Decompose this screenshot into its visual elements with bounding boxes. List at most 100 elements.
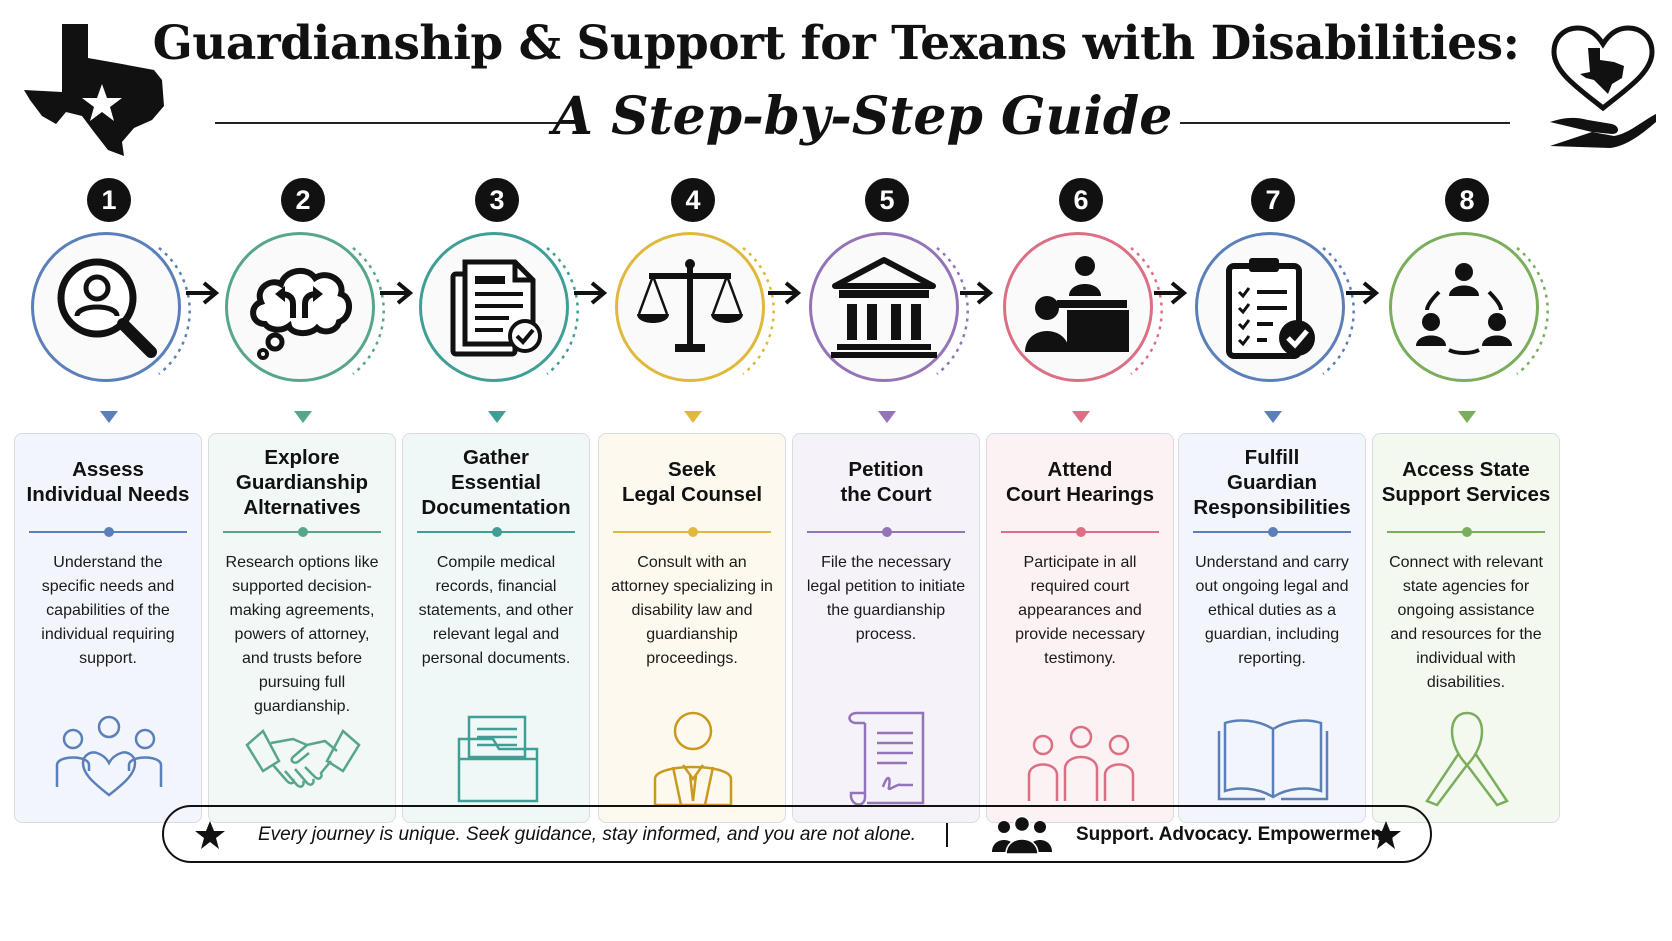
step-card: Fulfill Guardian Responsibilities Unders… <box>1178 433 1366 823</box>
step-5: 5 Petition the Court File the necessary … <box>792 178 982 838</box>
step-title: Petition the Court <box>840 458 932 506</box>
magnifier-person-icon <box>57 258 157 358</box>
step-icon-circle <box>31 232 181 382</box>
star-icon <box>195 821 225 849</box>
card-divider-dot <box>298 527 308 537</box>
clipboard-check-icon <box>1226 258 1315 359</box>
step-card: Access State Support Services Connect wi… <box>1372 433 1560 823</box>
flow-arrow <box>1344 278 1384 308</box>
flow-arrow <box>958 278 998 308</box>
step-card: Seek Legal Counsel Consult with an attor… <box>598 433 786 823</box>
step-card: Gather Essential Documentation Compile m… <box>402 433 590 823</box>
step-3: 3 Gather Essential Documentation Compile… <box>402 178 592 838</box>
step-pointer <box>684 411 702 423</box>
step-pointer <box>1264 411 1282 423</box>
step-pointer <box>100 411 118 423</box>
subtitle-rule-left <box>215 122 580 124</box>
step-card: Attend Court Hearings Participate in all… <box>986 433 1174 823</box>
attorney-icon <box>653 711 733 807</box>
step-pointer <box>488 411 506 423</box>
people-group-icon <box>992 816 1052 854</box>
step-description: Consult with an attorney specializing in… <box>611 554 773 667</box>
dotted-arc <box>546 247 579 375</box>
step-2: 2 Explore Guardianship Alternatives Rese… <box>208 178 398 838</box>
page-title: Guardianship & Support for Texans with D… <box>152 16 1520 71</box>
step-number-badge: 3 <box>475 178 519 222</box>
subtitle-row: A Step-by-Step Guide <box>215 86 1510 156</box>
flow-arrow <box>184 278 224 308</box>
step-pointer <box>1458 411 1476 423</box>
star-icon <box>1371 821 1401 849</box>
dotted-arc <box>1130 247 1163 375</box>
card-divider-dot <box>492 527 502 537</box>
footer-tagline: Support. Advocacy. Empowerment. <box>1076 824 1394 845</box>
scales-icon <box>637 259 743 352</box>
step-number-badge: 5 <box>865 178 909 222</box>
step-number-badge: 1 <box>87 178 131 222</box>
card-divider-dot <box>688 527 698 537</box>
card-divider-dot <box>1268 527 1278 537</box>
folder-files-icon <box>457 715 539 803</box>
flow-arrow <box>766 278 806 308</box>
step-description: Connect with relevant state agencies for… <box>1389 554 1543 691</box>
step-pointer <box>1072 411 1090 423</box>
step-number-badge: 7 <box>1251 178 1295 222</box>
dotted-arc <box>352 247 385 375</box>
step-title: Explore Guardianship Alternatives <box>235 445 369 519</box>
step-title: Access State Support Services <box>1381 458 1551 506</box>
step-description: Understand the specific needs and capabi… <box>41 554 175 667</box>
open-book-icon <box>1217 719 1329 801</box>
card-divider-dot <box>1462 527 1472 537</box>
dotted-arc <box>1322 247 1355 375</box>
step-description: File the necessary legal petition to ini… <box>806 554 966 643</box>
awareness-ribbon-icon <box>1425 711 1509 807</box>
step-description: Understand and carry out ongoing legal a… <box>1195 554 1349 667</box>
footer-separator <box>946 823 948 847</box>
scroll-icon <box>848 711 925 806</box>
step-number-badge: 4 <box>671 178 715 222</box>
dotted-arc <box>936 247 969 375</box>
step-6: 6 Attend Court Hearings Participate in a… <box>986 178 1176 838</box>
step-title: Gather Essential Documentation <box>421 445 571 519</box>
step-number-badge: 6 <box>1059 178 1103 222</box>
step-icon-circle <box>1389 232 1539 382</box>
step-description: Participate in all required court appear… <box>1015 554 1145 667</box>
step-1: 1 Assess Individual Needs Understand the… <box>14 178 204 838</box>
courthouse-icon <box>831 257 937 358</box>
flow-arrow <box>1152 278 1192 308</box>
step-title: Attend Court Hearings <box>1005 458 1155 506</box>
heart-hand-texas-icon <box>1550 25 1656 148</box>
step-7: 7 Fulfill Guardian Responsibilities Unde… <box>1178 178 1368 838</box>
handshake-icon <box>245 729 361 788</box>
step-description: Compile medical records, financial state… <box>418 554 574 667</box>
step-4: 4 Seek Legal Counsel Consult with an att… <box>598 178 788 838</box>
thought-cloud-arrows-icon <box>250 267 352 360</box>
step-number-badge: 2 <box>281 178 325 222</box>
footer-message: Every journey is unique. Seek guidance, … <box>258 824 917 845</box>
people-network-icon <box>1416 263 1512 355</box>
step-number-badge: 8 <box>1445 178 1489 222</box>
step-card: Petition the Court File the necessary le… <box>792 433 980 823</box>
judge-hearing-icon <box>1025 256 1129 352</box>
dotted-arc <box>158 247 191 375</box>
card-divider-dot <box>104 527 114 537</box>
group-people-icon <box>1027 725 1135 801</box>
card-divider-dot <box>1076 527 1086 537</box>
step-8: 8 Access State Support Services Connect … <box>1372 178 1562 838</box>
step-card: Explore Guardianship Alternatives Resear… <box>208 433 396 823</box>
family-heart-icon <box>55 715 163 797</box>
step-title: Assess Individual Needs <box>26 458 190 506</box>
dotted-arc <box>1516 247 1549 375</box>
step-card: Assess Individual Needs Understand the s… <box>14 433 202 823</box>
step-pointer <box>294 411 312 423</box>
footer-banner: Every journey is unique. Seek guidance, … <box>162 805 1432 863</box>
documents-check-icon <box>450 259 542 357</box>
texas-map-icon <box>24 24 164 156</box>
step-pointer <box>878 411 896 423</box>
subtitle-rule-right <box>1180 122 1510 124</box>
flow-arrow <box>378 278 418 308</box>
step-title: Fulfill Guardian Responsibilities <box>1193 445 1351 519</box>
page-subtitle: A Step-by-Step Guide <box>552 86 1173 147</box>
card-divider-dot <box>882 527 892 537</box>
dotted-arc <box>742 247 775 375</box>
